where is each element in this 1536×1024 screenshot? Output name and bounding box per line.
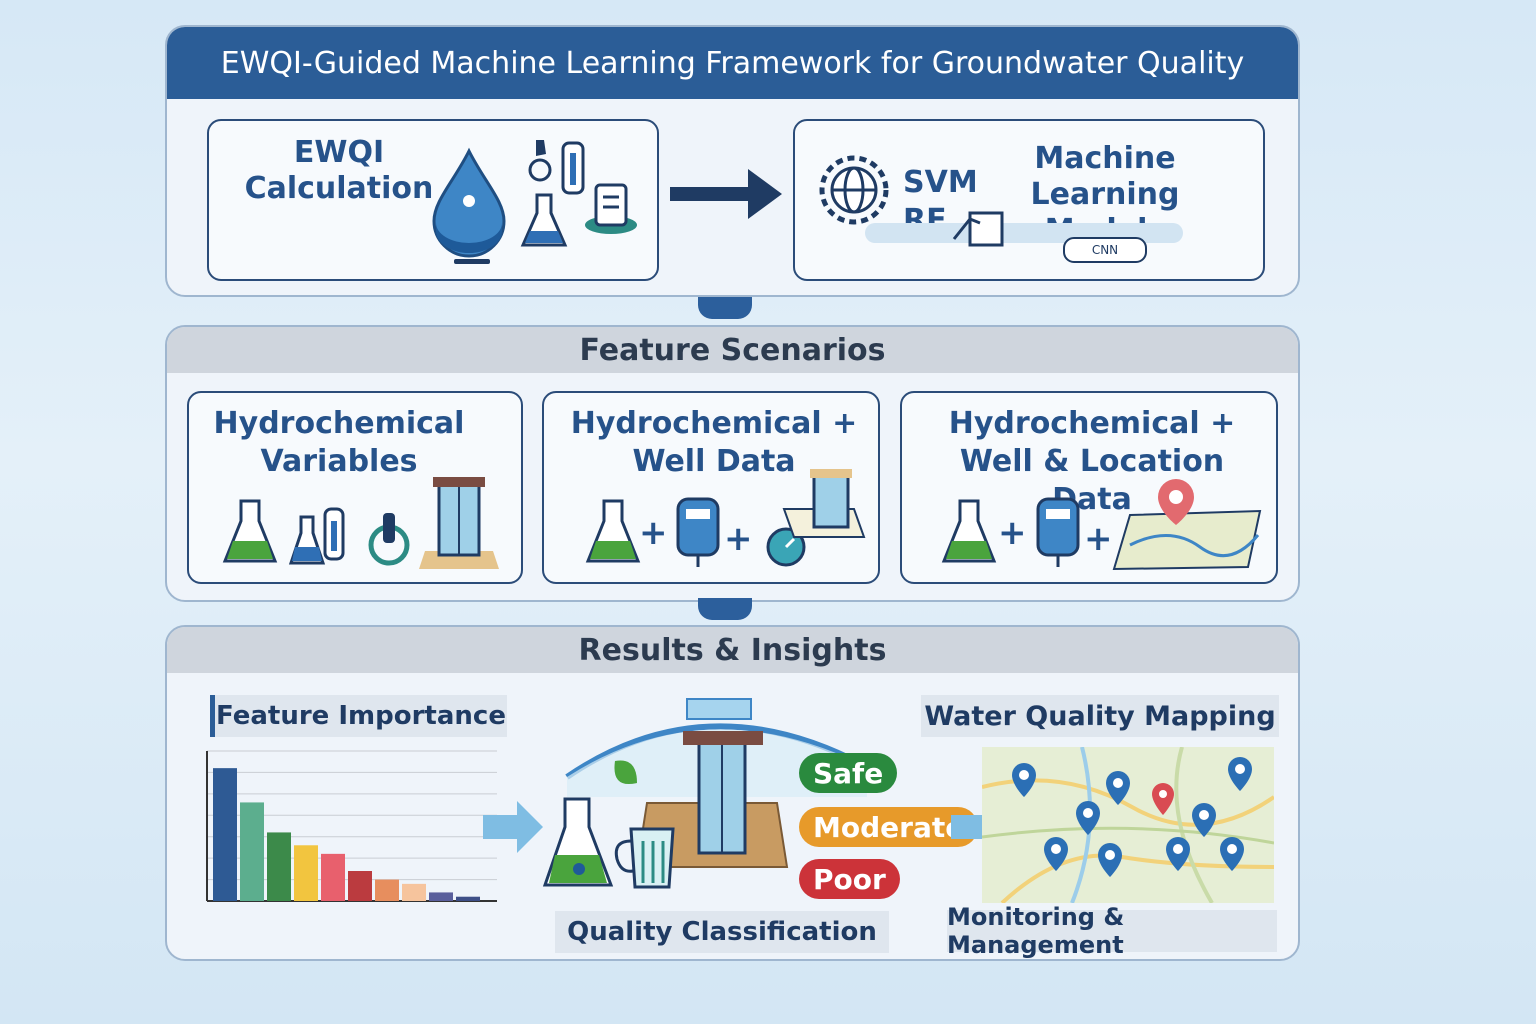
bar-10 xyxy=(456,896,480,901)
bar-3 xyxy=(267,832,291,901)
quality-classification-label: Quality Classification xyxy=(567,917,877,947)
water-quality-map xyxy=(982,747,1274,903)
well-tower-icon xyxy=(782,469,866,538)
globe-gear-icon xyxy=(819,155,889,225)
scenario-card-2: Hydrochemical + Well Data + + xyxy=(542,391,880,584)
well-sensor-icon xyxy=(1036,497,1080,567)
class-safe-badge: Safe xyxy=(799,753,898,793)
flask-icon xyxy=(542,797,614,887)
scenario-label-2: Hydrochemical + Well Data xyxy=(570,406,858,479)
monitoring-tag: Monitoring & Management xyxy=(947,903,1277,959)
water-quality-mapping-tag: Water Quality Mapping xyxy=(921,695,1279,737)
map-pin-icon xyxy=(1112,479,1262,571)
svm-label: SVM xyxy=(903,165,978,200)
well-sensor-icon xyxy=(676,497,720,567)
map-pin-icon xyxy=(1044,837,1068,871)
scenario-card-3: Hydrochemical + Well & Location Data + + xyxy=(900,391,1278,584)
map-pin-icon xyxy=(1192,803,1216,837)
monitoring-label: Monitoring & Management xyxy=(947,903,1125,959)
water-drop-icon xyxy=(432,147,506,264)
cnn-label: CNN xyxy=(1091,243,1119,257)
results-panel: Results & Insights Feature Importance Sa… xyxy=(165,625,1300,961)
plus-sign: + xyxy=(724,519,753,559)
small-flask-icon xyxy=(288,515,326,565)
microscope-icon xyxy=(528,140,552,182)
results-header: Results & Insights xyxy=(167,627,1298,673)
thermometer-icon xyxy=(561,141,585,195)
map-pin-icon xyxy=(1228,757,1252,791)
arrow-right-icon xyxy=(670,169,782,219)
map-pin-icon xyxy=(1076,801,1100,835)
plus-sign: + xyxy=(1084,519,1113,559)
feature-importance-chart xyxy=(206,750,497,902)
scenario-card-1: Hydrochemical Variables xyxy=(187,391,523,584)
well-tower-icon xyxy=(419,477,499,569)
bar-6 xyxy=(348,871,372,901)
map-pin-icon xyxy=(1166,837,1190,871)
cup-icon xyxy=(614,827,675,889)
plus-sign: + xyxy=(998,513,1027,553)
arrow-right-icon xyxy=(483,801,543,853)
meter-icon xyxy=(585,183,637,234)
bar-2 xyxy=(240,802,264,901)
cnn-badge: CNN xyxy=(1063,237,1147,263)
feature-importance-tag: Feature Importance xyxy=(210,695,507,737)
feature-importance-label: Feature Importance xyxy=(216,701,506,731)
thermometer-icon xyxy=(323,507,345,561)
classification-scene xyxy=(565,698,869,868)
scenarios-panel: Feature Scenarios Hydrochemical Variable… xyxy=(165,325,1300,602)
connector-2 xyxy=(698,598,752,620)
flask-icon xyxy=(520,193,568,247)
page-title: EWQI-Guided Machine Learning Framework f… xyxy=(167,27,1298,99)
quality-classification-tag: Quality Classification xyxy=(555,911,889,953)
bar-7 xyxy=(375,879,399,901)
map-pin-icon xyxy=(1220,837,1244,871)
class-poor-badge: Poor xyxy=(799,859,900,899)
scenarios-header: Feature Scenarios xyxy=(167,327,1298,373)
water-quality-mapping-label: Water Quality Mapping xyxy=(924,700,1276,732)
bar-9 xyxy=(429,892,453,901)
class-moderate-badge: Moderate xyxy=(799,807,979,847)
framework-panel: EWQI-Guided Machine Learning Framework f… xyxy=(165,25,1300,297)
bar-1 xyxy=(213,768,237,901)
valve-icon xyxy=(368,513,410,566)
plus-sign: + xyxy=(639,513,668,553)
flask-icon xyxy=(222,499,278,563)
ewqi-box: EWQI Calculation xyxy=(207,119,659,281)
connector-1 xyxy=(698,297,752,319)
bar-4 xyxy=(294,845,318,901)
flask-icon xyxy=(585,499,641,563)
robot-hand-icon xyxy=(952,211,1004,247)
ewqi-label: EWQI Calculation xyxy=(244,135,434,206)
scenario-label-1: Hydrochemical Variables xyxy=(213,406,465,479)
flask-icon xyxy=(941,499,997,563)
map-pin-icon xyxy=(1012,763,1036,797)
map-pin-red-icon xyxy=(1152,783,1174,815)
bar-8 xyxy=(402,883,426,901)
map-pin-icon xyxy=(1106,771,1130,805)
ml-box: SVM RF Machine Learning Models CNN xyxy=(793,119,1265,281)
bar-5 xyxy=(321,853,345,901)
map-pin-icon xyxy=(1098,843,1122,877)
